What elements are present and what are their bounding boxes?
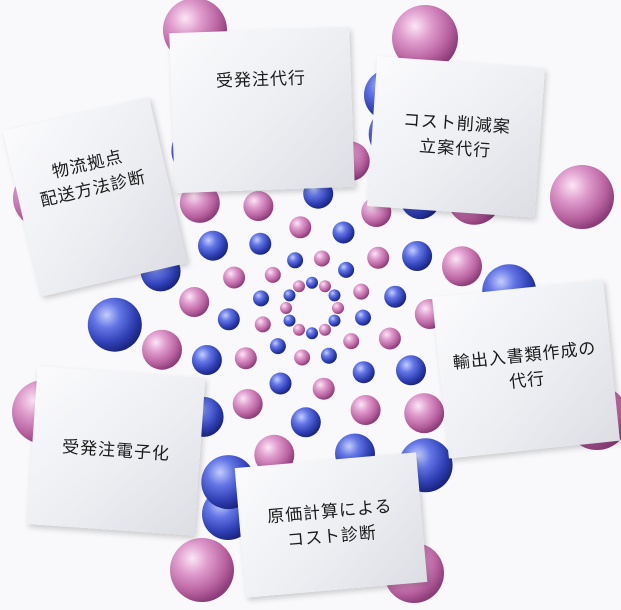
outer-sphere: [170, 538, 234, 602]
blue-sphere: [290, 407, 321, 438]
pink-sphere: [179, 287, 210, 317]
blue-sphere: [269, 372, 292, 395]
blue-sphere: [320, 347, 337, 364]
pink-sphere: [254, 316, 271, 333]
blue-sphere: [306, 276, 318, 289]
blue-sphere: [283, 289, 296, 302]
pink-sphere: [179, 182, 220, 223]
pink-sphere: [353, 283, 370, 300]
card-trade-documents: 輸出入書類作成の 代行: [432, 279, 620, 459]
pink-sphere: [234, 347, 257, 370]
pink-sphere: [312, 377, 335, 400]
blue-sphere: [402, 241, 433, 271]
pink-sphere: [319, 280, 331, 293]
pink-sphere: [294, 349, 311, 366]
pink-sphere: [264, 266, 281, 283]
blue-sphere: [253, 290, 269, 307]
blue-sphere: [332, 221, 355, 244]
pink-sphere: [404, 393, 445, 434]
pink-sphere: [243, 191, 274, 221]
outer-sphere: [392, 5, 458, 71]
card-order-agency: 受発注代行: [169, 26, 355, 194]
pink-sphere: [442, 246, 482, 287]
pink-sphere: [293, 280, 305, 293]
card-cost-reduction: コスト削減案 立案代行: [366, 56, 546, 218]
pink-sphere: [289, 216, 312, 239]
blue-sphere: [384, 285, 407, 308]
pink-sphere: [367, 246, 390, 269]
pink-sphere: [142, 329, 182, 370]
pink-sphere: [232, 389, 263, 419]
pink-sphere: [378, 327, 401, 350]
blue-sphere: [283, 314, 296, 327]
outer-sphere: [550, 165, 614, 229]
card-cost-accounting: 原価計算による コスト診断: [234, 452, 428, 598]
blue-sphere: [87, 297, 142, 352]
pink-sphere: [313, 250, 330, 267]
card-order-agency-text: 受発注代行: [215, 68, 307, 92]
blue-sphere: [338, 261, 355, 278]
blue-sphere: [328, 289, 341, 302]
card-order-digitization-text: 受発注電子化: [61, 436, 171, 465]
blue-sphere: [396, 355, 426, 386]
blue-sphere: [198, 230, 228, 261]
front-sphere-layer: [179, 178, 445, 438]
blue-sphere: [217, 308, 240, 331]
pink-sphere: [280, 302, 292, 314]
pink-sphere: [343, 333, 360, 350]
pink-sphere: [319, 323, 331, 336]
blue-sphere: [269, 338, 286, 355]
pink-sphere: [293, 323, 305, 336]
blue-sphere: [355, 309, 371, 326]
pink-sphere: [350, 395, 381, 425]
blue-sphere: [249, 232, 272, 255]
pink-sphere: [332, 302, 344, 314]
blue-sphere: [191, 345, 222, 375]
blue-sphere: [287, 252, 304, 269]
blue-sphere: [352, 361, 375, 384]
blue-sphere: [328, 314, 341, 327]
pink-sphere: [223, 266, 246, 289]
blue-sphere: [306, 327, 318, 340]
card-order-digitization: 受発注電子化: [26, 366, 206, 536]
